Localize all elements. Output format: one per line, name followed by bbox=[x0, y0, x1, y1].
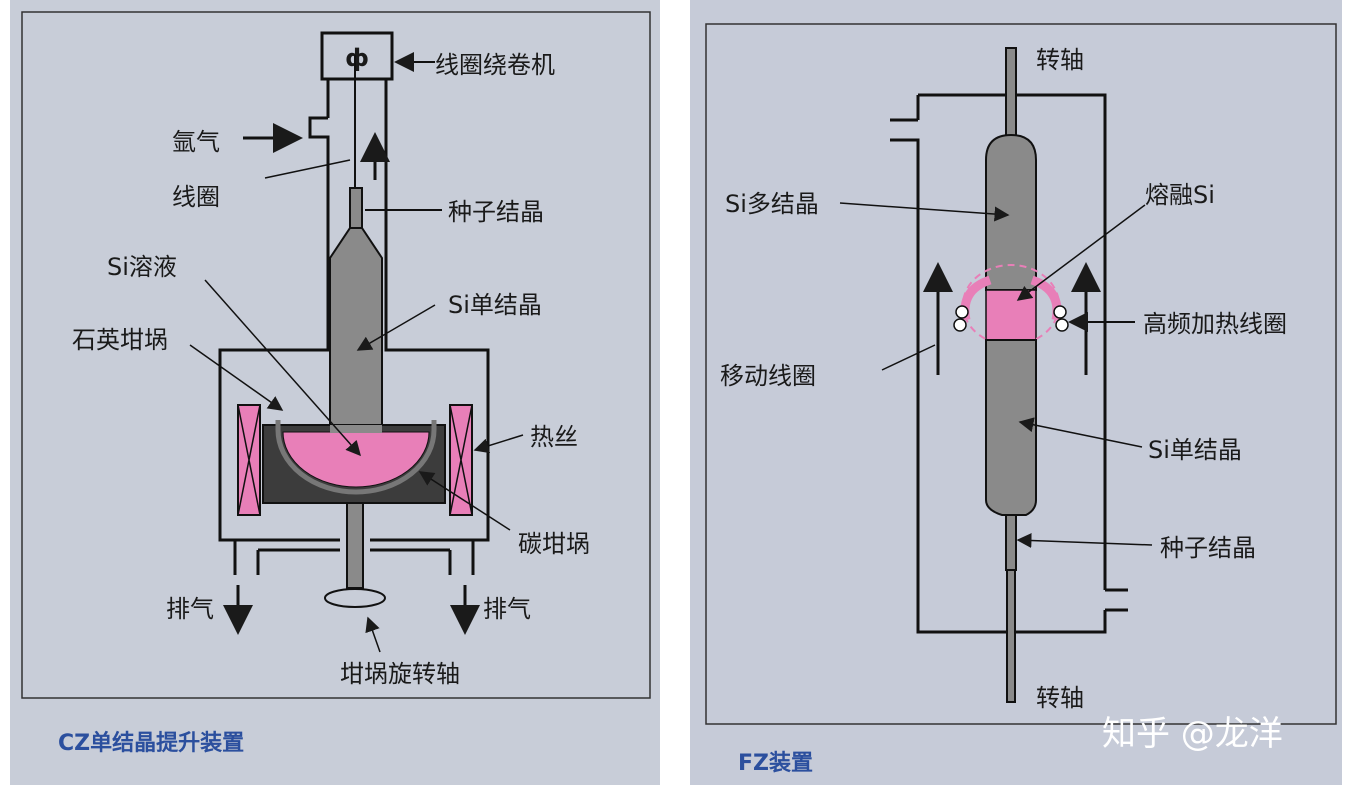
label-heater: 热丝 bbox=[530, 423, 578, 451]
label-exhaust-right: 排气 bbox=[483, 595, 531, 623]
cz-caption: CZ单结晶提升装置 bbox=[58, 730, 244, 756]
fz-frame bbox=[705, 23, 1337, 725]
label-crucible-shaft: 坩埚旋转轴 bbox=[340, 660, 460, 688]
label-shaft-bottom: 转轴 bbox=[1036, 684, 1084, 712]
label-coil: 线圈 bbox=[172, 183, 220, 211]
label-si-solution: Si溶液 bbox=[107, 253, 177, 281]
label-argon: 氩气 bbox=[172, 128, 220, 156]
fz-chamber bbox=[890, 93, 1107, 634]
label-exhaust-left: 排气 bbox=[166, 595, 214, 623]
label-carbon-crucible: 碳坩埚 bbox=[518, 530, 590, 558]
cz-frame bbox=[21, 11, 651, 699]
coil-winder-glyph: ф bbox=[345, 44, 369, 72]
quartz-crucible bbox=[275, 420, 437, 495]
molten-zone bbox=[985, 289, 1037, 341]
label-coil-winder: 线圈绕卷机 bbox=[435, 51, 555, 79]
label-moving-coil: 移动线圈 bbox=[720, 362, 816, 390]
seed-crystal bbox=[349, 187, 363, 229]
cz-panel: ф bbox=[10, 0, 660, 785]
label-quartz-crucible: 石英坩埚 bbox=[72, 326, 168, 354]
hf-coil-right bbox=[1053, 305, 1067, 319]
hf-coil-left bbox=[955, 305, 969, 319]
crucible-shaft bbox=[346, 502, 364, 589]
label-seed-crystal: 种子结晶 bbox=[448, 198, 544, 226]
rotation-ellipse bbox=[324, 588, 386, 608]
label-hf-coil: 高频加热线圈 bbox=[1143, 310, 1287, 338]
label-si-single-crystal: Si单结晶 bbox=[448, 291, 542, 319]
label-seed: 种子结晶 bbox=[1160, 534, 1256, 562]
label-shaft-top: 转轴 bbox=[1036, 46, 1084, 74]
top-shaft bbox=[1005, 47, 1017, 139]
label-si-poly: Si多结晶 bbox=[725, 190, 819, 218]
si-poly-rod bbox=[985, 133, 1037, 291]
bottom-shaft bbox=[1006, 569, 1016, 703]
cz-diagram: ф bbox=[21, 11, 651, 756]
coil-winder-box bbox=[320, 31, 394, 81]
label-si-single: Si单结晶 bbox=[1148, 436, 1242, 464]
si-single-rod bbox=[985, 339, 1037, 516]
fz-panel: 转轴 Si多结晶 熔融Si 高频加热线圈 移动线圈 Si单结晶 种子结晶 转轴 … bbox=[690, 0, 1342, 785]
watermark: 知乎 @龙洋 bbox=[1102, 714, 1283, 754]
si-melt bbox=[282, 431, 430, 488]
fz-seed bbox=[1005, 514, 1017, 571]
fz-caption: FZ装置 bbox=[738, 751, 813, 776]
fz-diagram: 转轴 Si多结晶 熔融Si 高频加热线圈 移动线圈 Si单结晶 种子结晶 转轴 … bbox=[705, 23, 1337, 776]
si-single-crystal bbox=[329, 227, 383, 431]
label-molten-si: 熔融Si bbox=[1145, 181, 1215, 209]
